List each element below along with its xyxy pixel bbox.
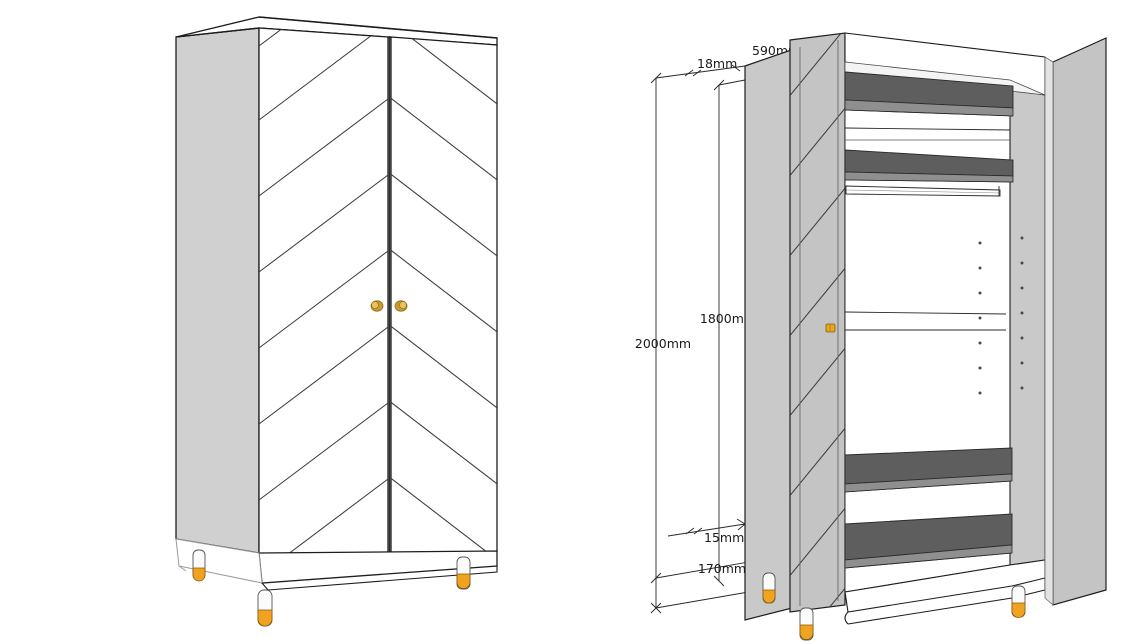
interior-right-side	[1009, 79, 1046, 566]
dim-plinth-depth: 170mm	[698, 561, 746, 576]
knob-left[interactable]	[370, 300, 384, 312]
dim-panel-thickness: 18mm	[697, 56, 737, 71]
leg-back-left	[192, 549, 206, 582]
dim-overall-height: 2000mm	[635, 336, 691, 351]
leg-open-front-right	[1011, 585, 1026, 618]
open-interior-view: 18mm 590mm 1000mm 1800mm 2000mm 15mm 170…	[635, 10, 1107, 644]
door-left-closed[interactable]	[258, 0, 392, 644]
leg-front-right	[456, 556, 471, 590]
leg-front-left	[257, 589, 273, 627]
interior-mid-lines	[844, 311, 1007, 331]
door-right-closed[interactable]	[388, 0, 505, 642]
shelf-top	[844, 71, 1014, 141]
knob-open-door[interactable]	[825, 323, 836, 333]
hanging-rail	[845, 185, 1001, 197]
shelf-upper	[844, 149, 1014, 183]
shelf-bottom	[844, 513, 1013, 569]
shelf-lower	[844, 447, 1013, 493]
door-open-left[interactable]	[770, 10, 860, 644]
interior-back-panel	[844, 61, 1011, 593]
door-open-right[interactable]	[1044, 37, 1107, 606]
leg-open-back	[762, 572, 776, 604]
closed-front-view	[175, 0, 505, 644]
leg-open-front-left	[799, 607, 814, 641]
shelf-pin-holes	[978, 236, 1024, 395]
side-panel-left	[175, 27, 260, 554]
dim-leg-inset: 15mm	[704, 530, 744, 545]
dim-body-height: 1800mm	[700, 311, 756, 326]
knob-right[interactable]	[394, 300, 408, 312]
